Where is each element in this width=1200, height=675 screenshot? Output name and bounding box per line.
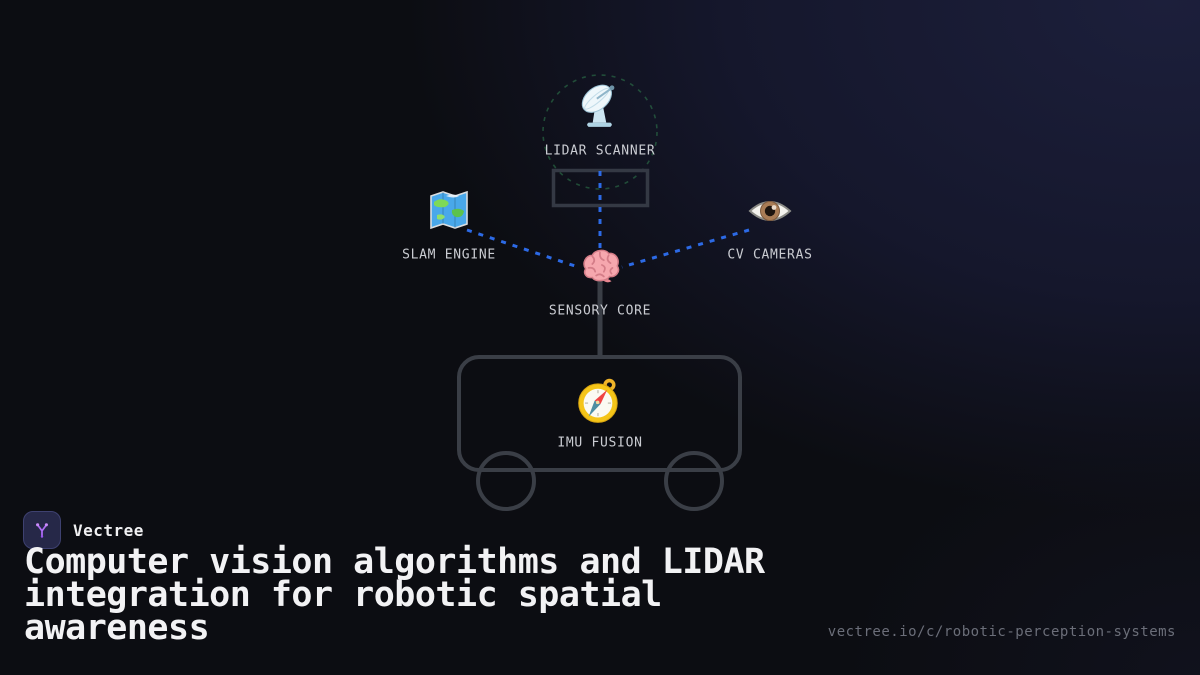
satellite-dish-icon <box>575 81 625 131</box>
brand-row: Vectree <box>23 511 144 549</box>
vectree-logo-icon <box>36 523 48 538</box>
scanner-housing-box <box>551 168 650 208</box>
connection-slam-core <box>466 228 579 269</box>
connection-cv-core <box>621 228 750 269</box>
robot-wheel-left <box>476 451 536 511</box>
lidar-scan-ring <box>542 74 658 190</box>
world-map-icon <box>426 187 472 233</box>
compass-icon <box>573 374 625 426</box>
brand-name: Vectree <box>73 520 144 540</box>
brain-icon <box>577 243 623 287</box>
node-label-lidar: LIDAR SCANNER <box>544 143 656 159</box>
node-label-slam: SLAM ENGINE <box>402 247 496 263</box>
vectree-logo <box>23 511 61 549</box>
card-title: Computer vision algorithms and LIDAR int… <box>24 542 765 648</box>
node-label-cv: CV CAMERAS <box>727 247 813 263</box>
node-label-core: SENSORY CORE <box>548 303 652 319</box>
robot-wheel-right <box>664 451 724 511</box>
robot-chassis-outline <box>457 355 742 472</box>
node-label-imu: IMU FUSION <box>557 435 643 451</box>
card-url: vectree.io/c/robotic-perception-systems <box>827 624 1176 640</box>
eye-icon <box>747 188 793 234</box>
